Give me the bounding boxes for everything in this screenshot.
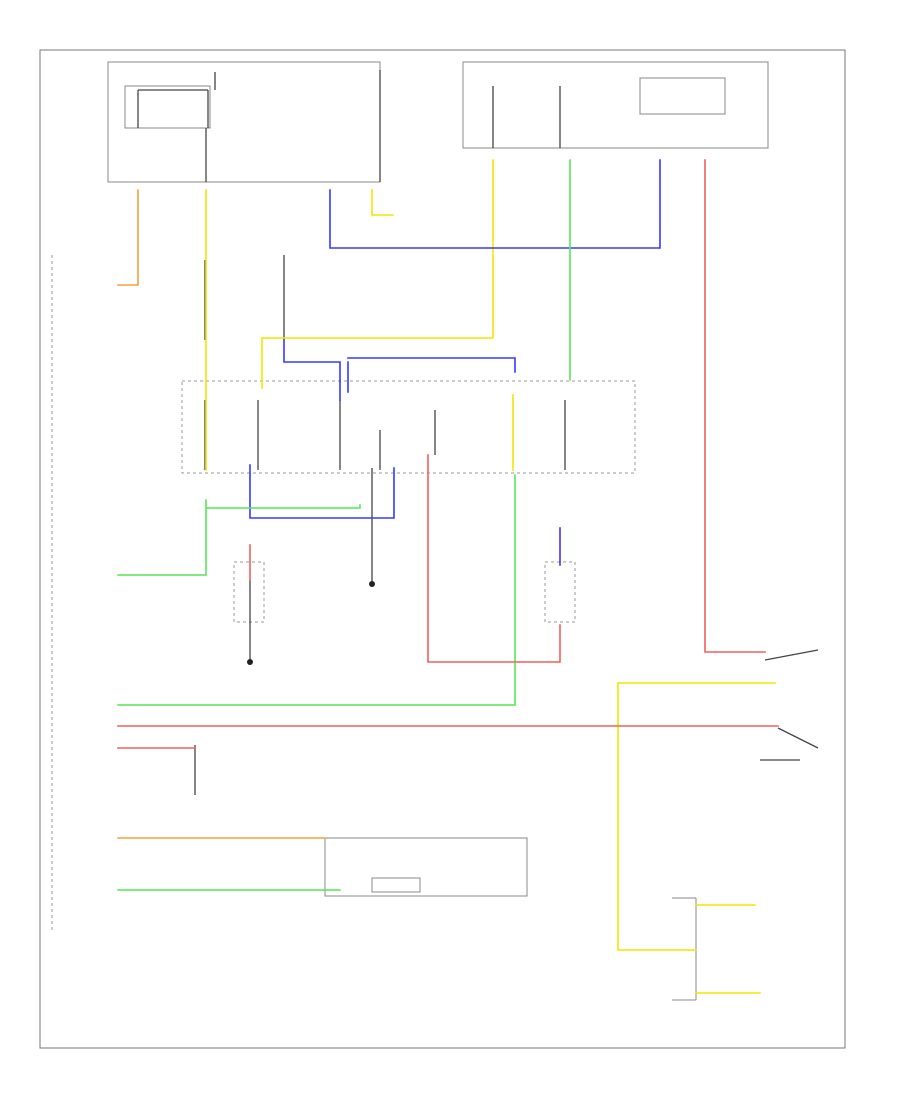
fan-relay-box: [233, 561, 265, 623]
fuse-relay-box-left: [107, 61, 381, 183]
wire-yellow: [371, 189, 394, 216]
wire-blue: [329, 159, 661, 249]
switch-contact: [777, 727, 819, 749]
component-boxes: [51, 61, 769, 1001]
wire-green: [117, 499, 207, 576]
wire-blue: [249, 464, 395, 519]
switch-contact: [764, 649, 819, 661]
wire-orange: [117, 189, 139, 286]
wire-red: [704, 159, 766, 653]
compressor-relay-box: [544, 561, 576, 623]
relay-module-box: [181, 380, 636, 474]
wire-green: [205, 504, 361, 509]
colored-wires: [117, 159, 779, 994]
sensor-box: [324, 837, 528, 897]
sensor-inner-box: [371, 877, 421, 893]
wire-yellow: [261, 159, 494, 389]
relay-inner-box: [124, 85, 211, 129]
control-circuit-box: [639, 77, 726, 115]
wire-yellow: [617, 682, 776, 951]
black-wires: [137, 70, 819, 795]
wire-red: [427, 454, 561, 663]
sheet-frame: [39, 49, 846, 1049]
wire-blue: [347, 357, 516, 393]
fuse-relay-box-right: [462, 61, 769, 149]
wire-green: [117, 474, 516, 706]
ground-point: [247, 659, 253, 665]
ground-point: [369, 581, 375, 587]
wire-blue: [283, 339, 341, 401]
